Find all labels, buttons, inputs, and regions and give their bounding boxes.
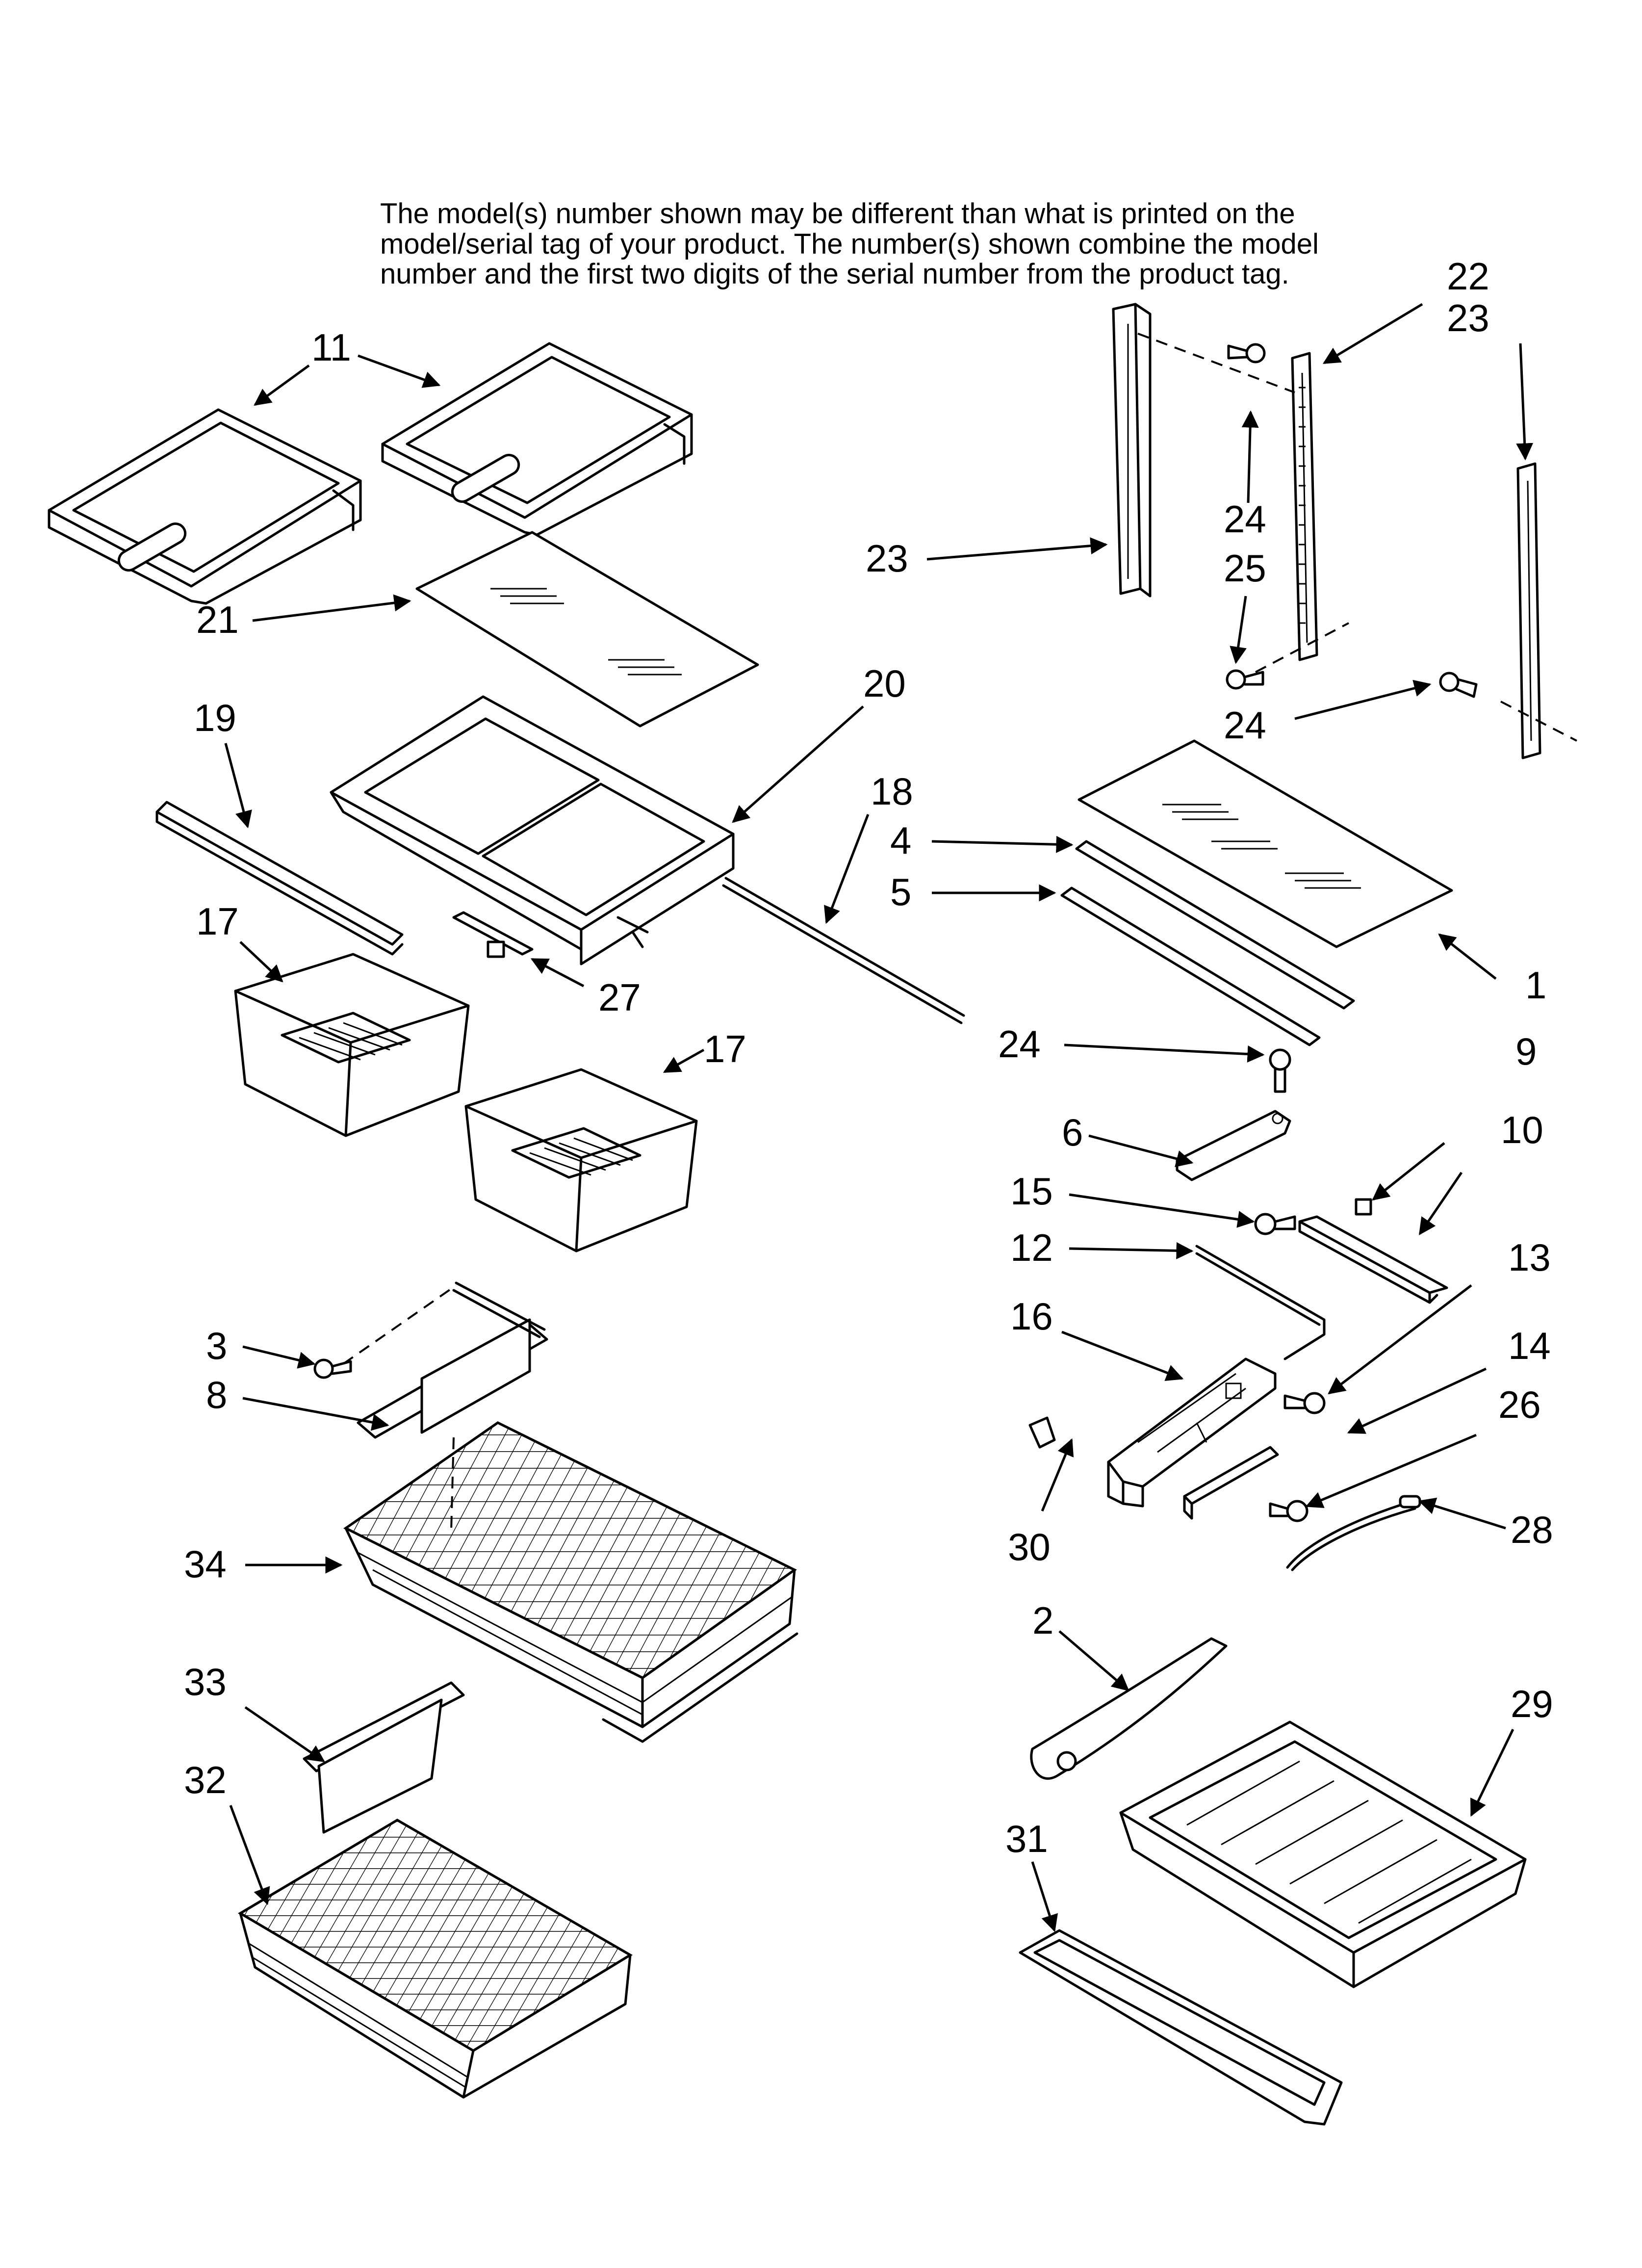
part-10-slide [1298, 1215, 1448, 1304]
part-24-screw-far [1439, 672, 1478, 698]
callout-1: 1 [1525, 964, 1546, 1007]
callout-19: 19 [194, 696, 236, 739]
part-23-shelf-rail-left [1112, 303, 1152, 598]
note-line-1: The model(s) number shown may be differe… [380, 198, 1295, 230]
callout-9: 9 [1515, 1030, 1537, 1073]
model-number-note: The model(s) number shown may be differe… [380, 198, 1319, 290]
part-27-clip [452, 911, 534, 958]
callout-numbers: 11 21 19 20 18 17 17 27 3 8 34 33 32 22 … [184, 255, 1553, 1860]
callout-8: 8 [206, 1373, 227, 1416]
part-26-screw [1269, 1500, 1308, 1522]
note-line-3: number and the first two digits of the s… [380, 258, 1289, 290]
part-18-rail [722, 877, 965, 1024]
callout-23-top: 23 [1447, 296, 1489, 339]
callout-6: 6 [1062, 1111, 1083, 1154]
part-24-screw-upper [1227, 343, 1266, 364]
part-13-screw [1283, 1392, 1326, 1414]
part-1-glass-shelf [1078, 739, 1453, 948]
part-17-crisper-drawer-left [234, 953, 470, 1137]
part-28-wire [1286, 1495, 1421, 1571]
callout-5: 5 [890, 870, 911, 913]
part-8-basket-divider [357, 1281, 548, 1439]
callout-30: 30 [1008, 1525, 1051, 1568]
callout-16: 16 [1010, 1295, 1053, 1338]
callout-24-lower: 24 [998, 1022, 1041, 1066]
callout-26: 26 [1498, 1383, 1541, 1426]
part-30-clip [1028, 1416, 1056, 1449]
part-20-crisper-cover-frame [330, 695, 735, 965]
alignment-line-rail-lower [1255, 622, 1349, 673]
callout-24-upper: 24 [1224, 497, 1266, 541]
leader-lines [224, 303, 1534, 1932]
part-4-front-trim [1075, 840, 1355, 1010]
callout-18: 18 [871, 770, 913, 813]
note-line-2: model/serial tag of your product. The nu… [380, 228, 1319, 260]
part-33-divider [303, 1681, 465, 1834]
part-14-bar [1183, 1446, 1279, 1520]
part-17-crisper-drawer-right [464, 1068, 698, 1252]
callout-27: 27 [598, 976, 641, 1019]
part-2-handle [1030, 1637, 1228, 1780]
callout-21: 21 [196, 598, 239, 641]
part-16-housing [1107, 1357, 1277, 1508]
part-29-meat-tray [1119, 1721, 1527, 1988]
callout-25: 25 [1224, 547, 1266, 590]
part-15-screw [1254, 1213, 1296, 1235]
callout-34: 34 [184, 1542, 227, 1586]
part-34-wire-basket-upper [343, 1421, 798, 1743]
callout-14: 14 [1508, 1324, 1551, 1367]
alignment-line-rail-far [1500, 701, 1577, 742]
part-9-clip [1355, 1198, 1372, 1216]
part-25-screw [1226, 669, 1264, 690]
callout-32: 32 [184, 1758, 227, 1801]
callout-11: 11 [311, 326, 351, 369]
callout-33: 33 [184, 1660, 227, 1703]
callout-31: 31 [1005, 1817, 1048, 1860]
part-3-screw [313, 1358, 352, 1379]
part-24-screw-center [1269, 1048, 1291, 1093]
callout-24-mid: 24 [1224, 704, 1266, 747]
callout-2: 2 [1032, 1599, 1053, 1642]
callout-17-right: 17 [704, 1027, 746, 1070]
part-19-shelf-trim [155, 801, 404, 956]
part-31-tray-cover [1019, 1929, 1343, 2126]
callout-17-left: 17 [196, 900, 239, 943]
alignment-line-divider-8 [450, 1437, 455, 1531]
callout-20: 20 [863, 662, 906, 705]
part-23-shelf-rail-far-right [1516, 462, 1541, 759]
part-5-rear-trim [1060, 886, 1321, 1046]
callout-22: 22 [1447, 255, 1489, 298]
part-11-shelf-frame-right [381, 342, 693, 536]
part-6-bracket [1176, 1110, 1291, 1181]
callout-4: 4 [890, 819, 911, 862]
callout-23-left: 23 [866, 537, 908, 580]
part-12-rod [1195, 1245, 1326, 1360]
callout-10: 10 [1501, 1108, 1543, 1151]
callout-29: 29 [1511, 1682, 1553, 1725]
part-32-wire-basket-lower [238, 1819, 633, 2099]
alignment-line-rail-upper [1137, 333, 1295, 393]
callout-28: 28 [1511, 1508, 1553, 1551]
callout-3: 3 [206, 1324, 227, 1367]
part-21-glass-shelf [415, 531, 759, 728]
callout-15: 15 [1010, 1170, 1053, 1213]
callout-12: 12 [1010, 1226, 1053, 1269]
alignment-line-screw-3 [342, 1284, 457, 1365]
callout-13: 13 [1508, 1236, 1551, 1279]
part-11-shelf-frame-left [48, 408, 362, 605]
part-22-shelf-rail-right [1291, 352, 1318, 661]
